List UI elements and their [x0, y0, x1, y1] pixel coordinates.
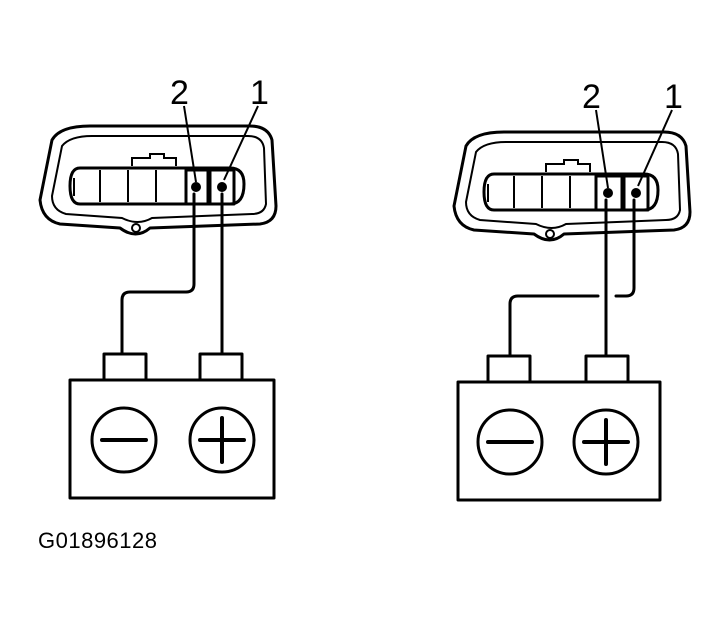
right-wire-terminal-1-open	[614, 198, 636, 298]
left-battery-negative-terminal	[90, 406, 158, 474]
left-label-terminal-2: 2	[170, 74, 189, 112]
left-diagram: 2 1	[38, 74, 278, 500]
right-label-terminal-1: 1	[664, 78, 683, 116]
left-terminal-1-pin	[217, 182, 227, 192]
right-battery	[456, 354, 662, 502]
figure-id: G01896128	[38, 528, 158, 553]
left-connector-housing	[38, 124, 278, 236]
right-diagram: 2 1	[452, 78, 692, 502]
left-battery-positive-terminal	[188, 406, 256, 474]
right-wire-negative-open	[508, 294, 600, 358]
left-label-terminal-1: 1	[250, 74, 269, 112]
right-battery-positive-terminal	[572, 408, 640, 476]
right-terminal-2-pin	[603, 188, 613, 198]
right-terminal-1-pin	[631, 188, 641, 198]
right-connector-housing	[452, 130, 692, 242]
left-wire-negative	[120, 192, 196, 356]
right-label-terminal-2: 2	[582, 78, 601, 116]
left-terminal-2-pin	[191, 182, 201, 192]
left-battery	[68, 352, 276, 500]
right-battery-negative-terminal	[476, 408, 544, 476]
